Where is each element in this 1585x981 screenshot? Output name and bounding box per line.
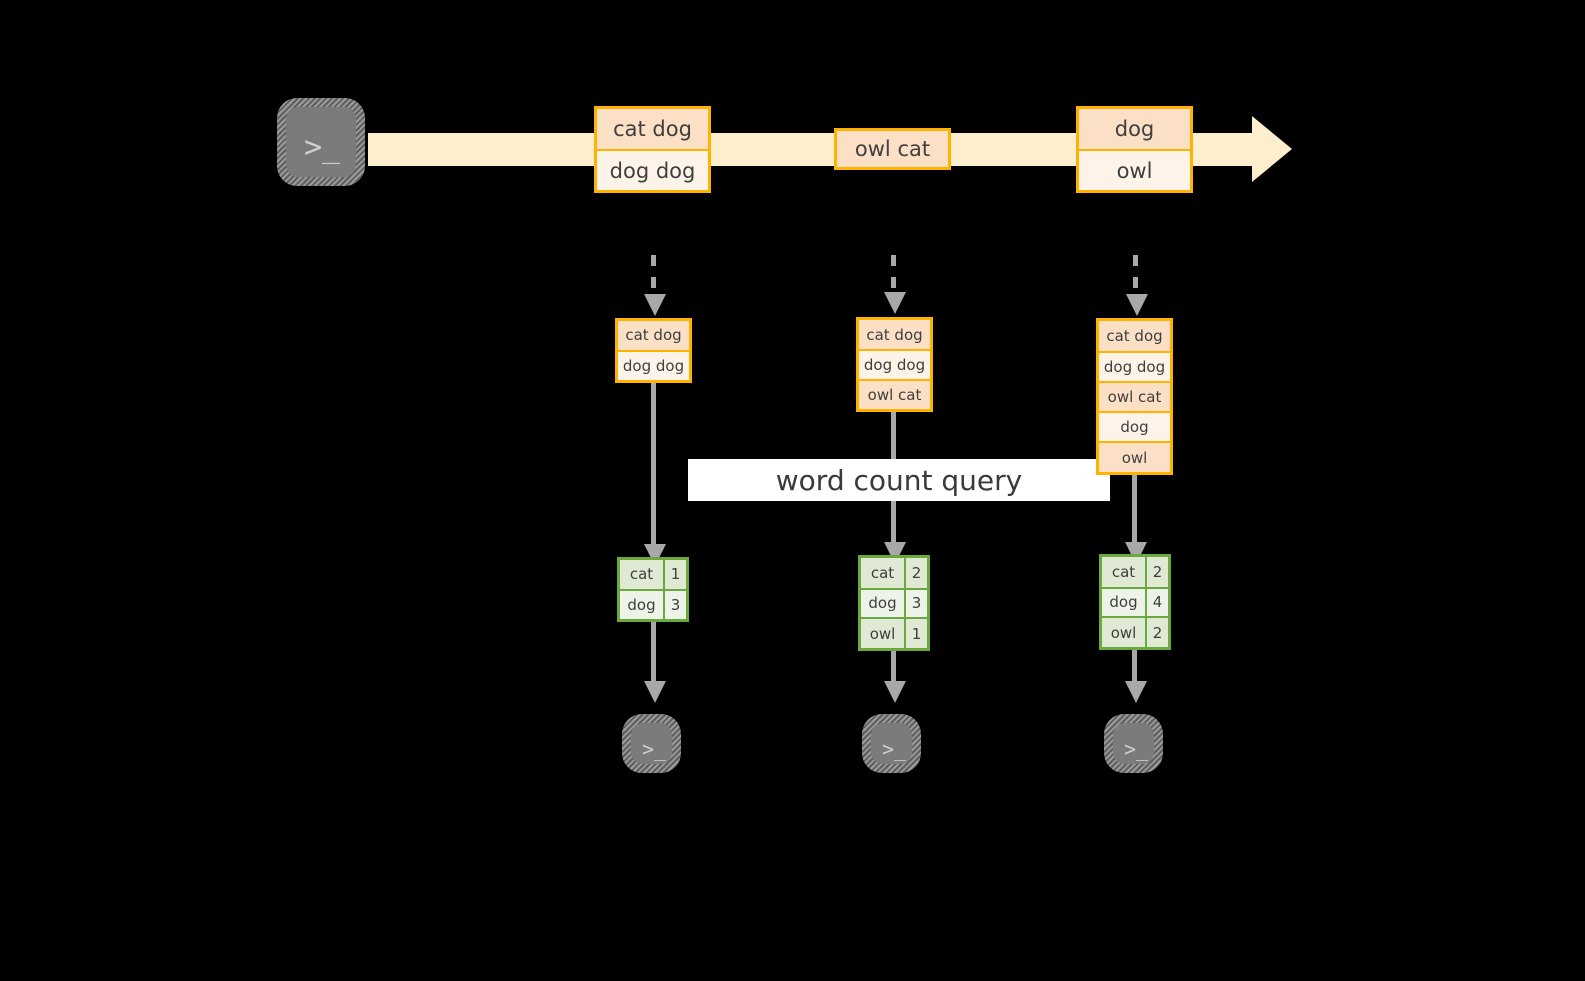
- stream-to-snapshot-arrowhead-2: [884, 292, 906, 314]
- result-row: cat 2: [1102, 557, 1168, 587]
- stream-to-snapshot-connector-2: [891, 255, 896, 298]
- result-row: cat 1: [620, 560, 686, 589]
- sink-terminal-icon-1[interactable]: >_: [622, 714, 681, 773]
- result-1[interactable]: cat 1 dog 3: [617, 557, 689, 622]
- result-count-cell: 4: [1145, 588, 1168, 617]
- result-count-cell: 1: [904, 619, 927, 648]
- snapshot-row: cat dog: [1099, 321, 1170, 351]
- query-label-banner: word count query: [688, 459, 1110, 501]
- result-3[interactable]: cat 2 dog 4 owl 2: [1099, 554, 1171, 650]
- terminal-prompt-glyph: >_: [304, 130, 341, 165]
- stream-to-snapshot-arrowhead-1: [644, 294, 666, 316]
- terminal-screen: >_: [286, 107, 356, 177]
- result-row: dog 3: [620, 588, 686, 619]
- result-word-cell: dog: [1102, 588, 1145, 617]
- stream-event-batch-2[interactable]: owl cat: [834, 128, 951, 170]
- snapshot-2[interactable]: cat dog dog dog owl cat: [856, 317, 933, 412]
- stream-to-snapshot-arrowhead-3: [1126, 294, 1148, 316]
- terminal-prompt-glyph: >_: [1124, 737, 1149, 761]
- result-word-cell: owl: [861, 619, 904, 648]
- result-2[interactable]: cat 2 dog 3 owl 1: [858, 555, 930, 651]
- stream-event-row: dog: [1079, 109, 1190, 149]
- snapshot-row: cat dog: [859, 320, 930, 350]
- snapshot-row: dog dog: [1099, 351, 1170, 381]
- result-row: dog 4: [1102, 586, 1168, 617]
- snapshot-1[interactable]: cat dog dog dog: [615, 318, 692, 383]
- result-row: owl 2: [1102, 616, 1168, 647]
- result-row: dog 3: [861, 587, 927, 618]
- result-word-cell: owl: [1102, 618, 1145, 647]
- stream-event-batch-1[interactable]: cat dog dog dog: [594, 106, 711, 193]
- terminal-screen: >_: [631, 723, 672, 764]
- result-word-cell: cat: [1102, 557, 1145, 587]
- result-to-sink-connector-2: [891, 651, 896, 686]
- snapshot-row: dog: [1099, 411, 1170, 441]
- source-terminal-icon[interactable]: >_: [277, 98, 365, 186]
- snapshot-row: dog dog: [618, 349, 689, 380]
- snapshot-to-result-connector-3: [1132, 475, 1137, 548]
- result-to-sink-connector-1: [651, 622, 656, 685]
- snapshot-row: cat dog: [618, 321, 689, 350]
- result-to-sink-arrowhead-2: [884, 681, 906, 703]
- result-word-cell: cat: [861, 558, 904, 588]
- result-count-cell: 2: [1145, 557, 1168, 587]
- terminal-screen: >_: [871, 723, 912, 764]
- result-count-cell: 2: [904, 558, 927, 588]
- result-to-sink-connector-3: [1132, 650, 1137, 686]
- stream-event-row: dog dog: [597, 149, 708, 190]
- terminal-prompt-glyph: >_: [642, 737, 667, 761]
- result-to-sink-arrowhead-1: [644, 681, 666, 703]
- snapshot-row: dog dog: [859, 349, 930, 379]
- stream-to-snapshot-connector-3: [1133, 255, 1138, 300]
- snapshot-row: owl cat: [1099, 381, 1170, 411]
- stream-event-row: owl: [1079, 149, 1190, 190]
- result-to-sink-arrowhead-3: [1125, 681, 1147, 703]
- result-word-cell: dog: [620, 590, 663, 619]
- snapshot-to-result-connector-1: [651, 383, 656, 549]
- stream-to-snapshot-connector-1: [651, 255, 656, 300]
- result-count-cell: 3: [663, 590, 686, 619]
- stream-event-row: owl cat: [837, 131, 948, 167]
- snapshot-row: owl cat: [859, 378, 930, 409]
- result-count-cell: 1: [663, 560, 686, 589]
- terminal-prompt-glyph: >_: [882, 737, 907, 761]
- result-count-cell: 3: [904, 589, 927, 618]
- result-row: cat 2: [861, 558, 927, 588]
- result-word-cell: cat: [620, 560, 663, 589]
- sink-terminal-icon-2[interactable]: >_: [862, 714, 921, 773]
- stream-event-row: cat dog: [597, 109, 708, 149]
- snapshot-3[interactable]: cat dog dog dog owl cat dog owl: [1096, 318, 1173, 475]
- terminal-screen: >_: [1113, 723, 1154, 764]
- stream-arrowhead: [1252, 116, 1292, 182]
- stream-event-batch-3[interactable]: dog owl: [1076, 106, 1193, 193]
- sink-terminal-icon-3[interactable]: >_: [1104, 714, 1163, 773]
- result-count-cell: 2: [1145, 618, 1168, 647]
- snapshot-row: owl: [1099, 441, 1170, 472]
- result-word-cell: dog: [861, 589, 904, 618]
- result-row: owl 1: [861, 617, 927, 648]
